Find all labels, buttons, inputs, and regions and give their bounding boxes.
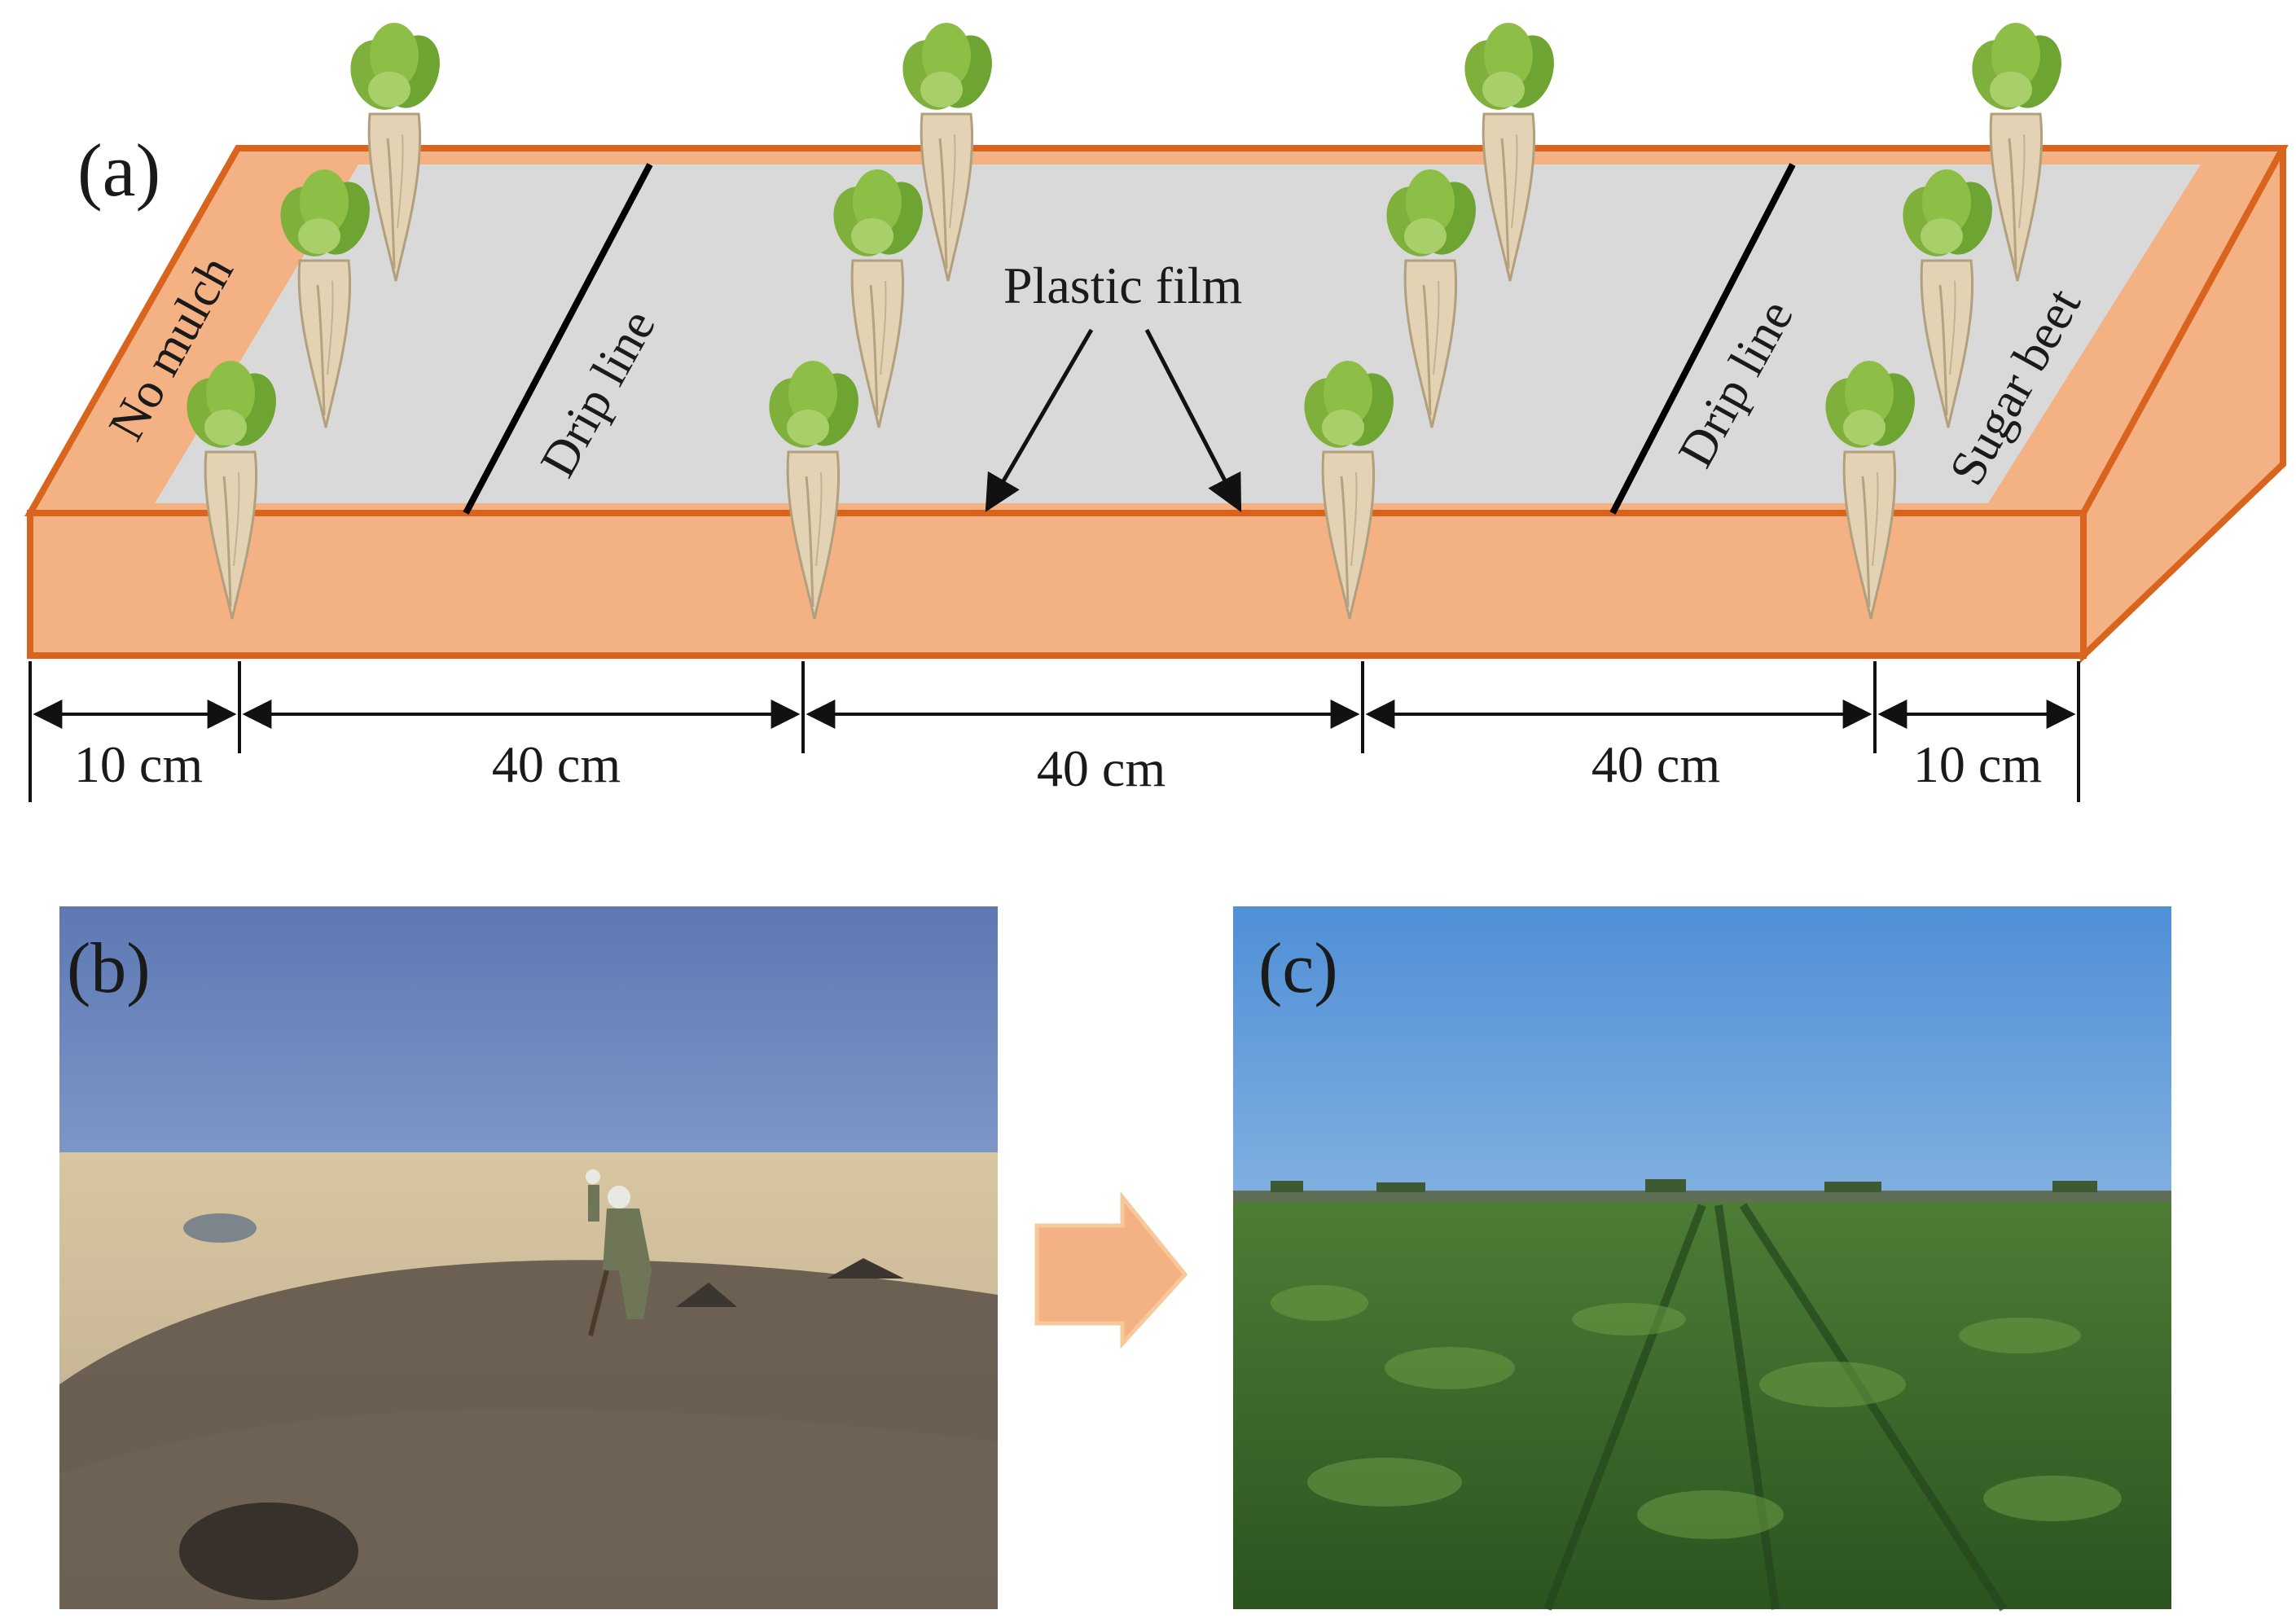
panel-a: (a) No mulch Drip line Plastic film Drip…	[24, 21, 2289, 802]
dimension-label: 40 cm	[1591, 735, 1720, 793]
crop-rows	[1543, 1203, 2008, 1612]
dimension-label: 10 cm	[74, 735, 203, 793]
panel-b-label: (b)	[67, 929, 151, 1008]
leaf-highlights	[1271, 1285, 2122, 1539]
distant-trees	[1271, 1179, 2097, 1192]
plastic-film-sheet	[155, 164, 2201, 503]
bed-front-face	[27, 510, 2087, 659]
dimension-label: 40 cm	[1037, 739, 1166, 797]
plastic-film-arrow	[985, 328, 1094, 512]
drip-line-left	[463, 163, 653, 515]
transition-arrow	[1034, 1191, 1188, 1349]
panel-b-photo: (b)	[59, 906, 998, 1609]
dimension-label: 10 cm	[1913, 735, 2042, 793]
panel-a-label: (a)	[77, 129, 160, 212]
drip-line-right	[1609, 163, 1796, 515]
dimension-label: 40 cm	[492, 735, 621, 793]
plastic-film-label: Plastic film	[1003, 257, 1242, 314]
plastic-film-arrow	[1144, 328, 1242, 512]
worker-figure	[586, 1169, 652, 1336]
dimension-ticks	[29, 661, 2080, 802]
panel-c-photo: (c)	[1233, 906, 2171, 1612]
panel-c-label: (c)	[1258, 929, 1338, 1008]
